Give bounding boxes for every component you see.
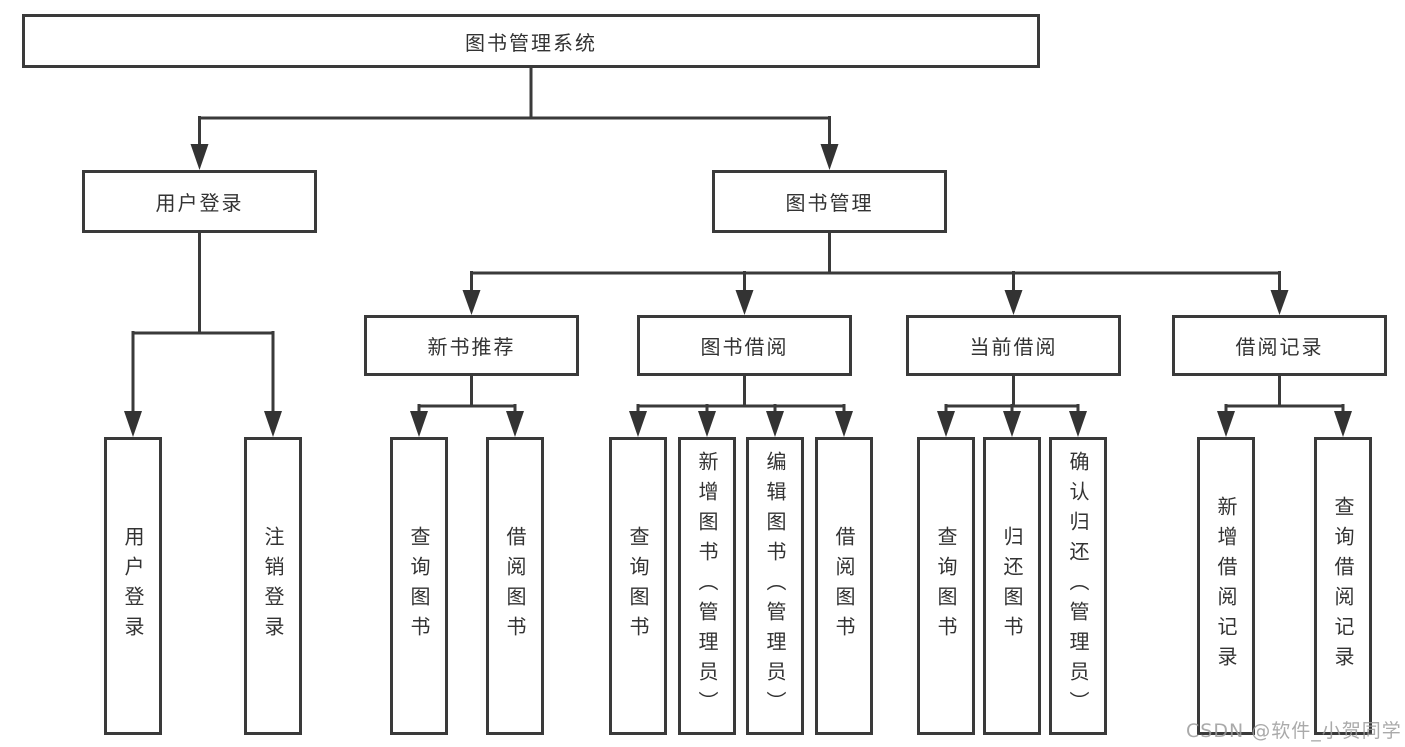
leaf-borrow-books-2: 借阅图书 bbox=[815, 437, 873, 735]
node-user-login-branch: 用户登录 bbox=[82, 170, 317, 233]
leaf-user-login: 用户登录 bbox=[104, 437, 162, 735]
csdn-watermark: CSDN @软件_小贺同学 bbox=[1186, 720, 1402, 742]
leaf-add-borrow-record: 新增借阅记录 bbox=[1197, 437, 1255, 735]
node-new-book-recommend: 新书推荐 bbox=[364, 315, 579, 376]
leaf-confirm-return-admin: 确认归还（管理员） bbox=[1049, 437, 1107, 735]
arrowhead-icons bbox=[124, 144, 1352, 437]
leaf-borrow-books-1: 借阅图书 bbox=[486, 437, 544, 735]
node-book-borrow: 图书借阅 bbox=[637, 315, 852, 376]
leaf-search-books-1: 查询图书 bbox=[390, 437, 448, 735]
leaf-logout: 注销登录 bbox=[244, 437, 302, 735]
node-library-management-system: 图书管理系统 bbox=[22, 14, 1040, 68]
connector-line-group bbox=[131, 68, 1345, 414]
node-borrow-records: 借阅记录 bbox=[1172, 315, 1387, 376]
leaf-search-borrow-record: 查询借阅记录 bbox=[1314, 437, 1372, 735]
node-current-borrow: 当前借阅 bbox=[906, 315, 1121, 376]
leaf-return-books: 归还图书 bbox=[983, 437, 1041, 735]
leaf-add-books-admin: 新增图书（管理员） bbox=[678, 437, 736, 735]
node-book-management-branch: 图书管理 bbox=[712, 170, 947, 233]
leaf-search-books-3: 查询图书 bbox=[917, 437, 975, 735]
leaf-search-books-2: 查询图书 bbox=[609, 437, 667, 735]
leaf-edit-books-admin: 编辑图书（管理员） bbox=[746, 437, 804, 735]
